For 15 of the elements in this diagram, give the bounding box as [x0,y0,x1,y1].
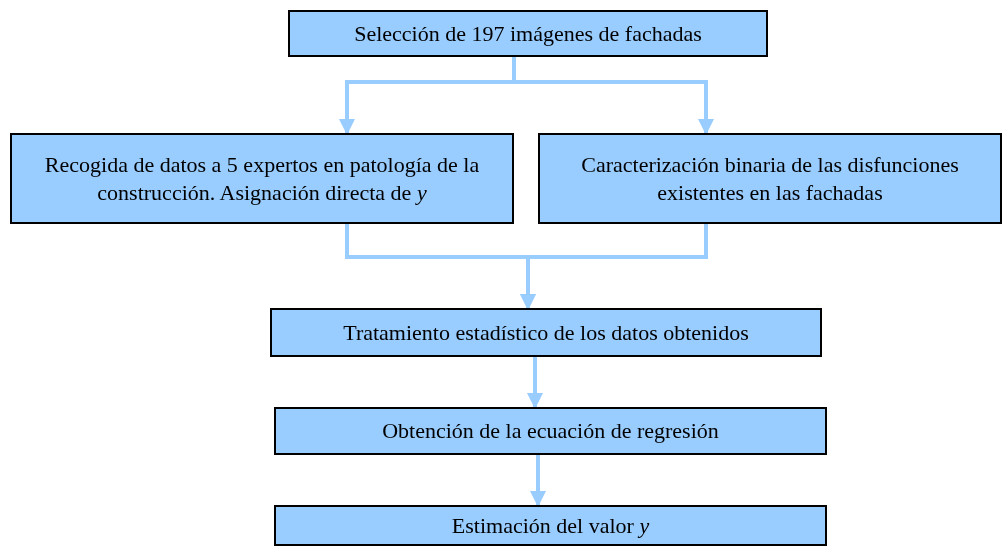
box-text: Recogida de datos a 5 expertos en patología de la construcción. Asignación directa de y [43,151,481,206]
process-box [270,308,822,357]
box-text: Estimación del valor y [451,511,650,540]
box-text: Obtención de la ecuación de regresión [382,417,719,445]
process-box [10,133,514,224]
process-box [274,505,827,546]
process-box [538,133,1002,224]
box-text: Tratamiento estadístico de los datos obtenidos [343,318,749,347]
arrow [527,357,543,409]
arrow [530,455,546,507]
box-text: Selección de 197 imágenes de fachadas [354,19,702,48]
arrow [512,57,714,135]
box-text: Caracterización binaria de las disfunciones existentes en las fachadas [580,151,960,206]
process-box [288,10,768,57]
process-box [274,407,827,455]
